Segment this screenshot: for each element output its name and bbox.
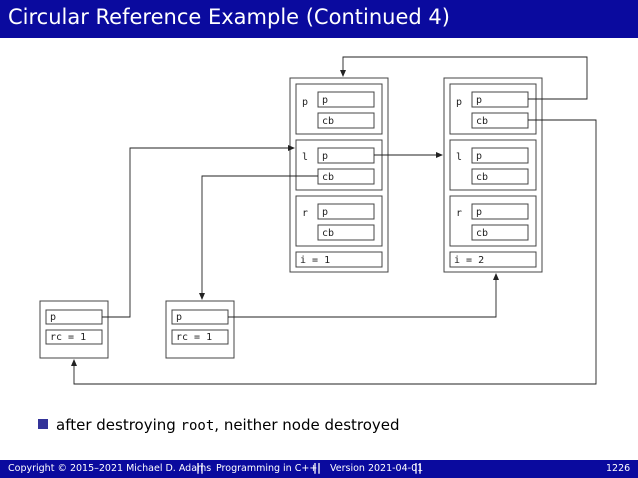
- bullet-text-after: , neither node destroyed: [214, 416, 400, 434]
- control-block-2-outline: [165, 300, 235, 359]
- node-left-p-cb-box: [317, 112, 375, 129]
- control-block-2: p rc = 1: [165, 300, 235, 359]
- control-block-2-rc-box: [171, 329, 229, 345]
- node-right-p-cb: cb: [476, 116, 488, 127]
- node-left-counter-box: [295, 251, 383, 268]
- bullet-text: after destroying root, neither node dest…: [56, 416, 400, 434]
- node-left-p-group: [295, 83, 383, 135]
- control-block-1-ptr: p: [50, 312, 56, 323]
- node-right-p-label: p: [456, 97, 462, 108]
- footer-separator-1: ||: [196, 461, 205, 474]
- footer-separator-3: ||: [414, 461, 423, 474]
- node-left-r-label: r: [302, 208, 308, 219]
- control-block-1-rc: rc = 1: [50, 332, 86, 343]
- node-left-l-group: [295, 139, 383, 191]
- node-right-l-group: [449, 139, 537, 191]
- node-left-r-ptr: p: [322, 207, 328, 218]
- control-block-1: p rc = 1: [39, 300, 109, 359]
- node-left-l-cb-box: [317, 168, 375, 185]
- node-right-r-label: r: [456, 208, 462, 219]
- node-right-l-ptr-box: [471, 147, 529, 164]
- node-left-p-ptr: p: [322, 95, 328, 106]
- node-left-p-cb: cb: [322, 116, 334, 127]
- arrow-right-cb-to-control-block-1: [71, 119, 597, 385]
- arrow-control-block-1-to-left-node: [102, 145, 295, 318]
- arrow-control-block-2-to-right-node: [228, 273, 499, 318]
- control-block-1-rc-box: [45, 329, 103, 345]
- node-right-r-cb: cb: [476, 228, 488, 239]
- node-right-p-ptr-box: [471, 91, 529, 108]
- slide-title: Circular Reference Example (Continued 4): [8, 5, 450, 29]
- node-left-p-ptr-box: [317, 91, 375, 108]
- bullet-text-before: after destroying: [56, 416, 181, 434]
- node-right-l-label: l: [456, 152, 462, 163]
- node-right-r-group: [449, 195, 537, 247]
- node-left-outline: [289, 77, 389, 273]
- bullet-code: root: [180, 418, 215, 434]
- node-left-r-cb-box: [317, 224, 375, 241]
- node-left-counter: i = 1: [300, 255, 330, 266]
- node-left-r-ptr-box: [317, 203, 375, 220]
- node-left-l-cb: cb: [322, 172, 334, 183]
- footer-copyright: Copyright © 2015–2021 Michael D. Adams: [8, 463, 212, 474]
- arrow-right-p-to-left-node: [340, 56, 588, 100]
- node-left: p p cb l p cb r p cb i = 1: [289, 77, 389, 273]
- memory-diagram: p p cb l p cb r p cb i = 1 p p cb l p: [39, 56, 597, 385]
- title-bar: Circular Reference Example (Continued 4): [0, 0, 638, 38]
- footer-version: Version 2021-04-01: [330, 463, 424, 474]
- control-block-1-outline: [39, 300, 109, 359]
- node-right-l-cb: cb: [476, 172, 488, 183]
- node-left-p-label: p: [302, 97, 308, 108]
- footer-course: Programming in C++: [216, 463, 318, 474]
- node-right-p-ptr: p: [476, 95, 482, 106]
- node-right-counter: i = 2: [454, 255, 484, 266]
- node-right-p-cb-box: [471, 112, 529, 129]
- node-right-outline: [443, 77, 543, 273]
- node-right-r-cb-box: [471, 224, 529, 241]
- node-left-r-group: [295, 195, 383, 247]
- footer-bar: Copyright © 2015–2021 Michael D. Adams |…: [0, 460, 638, 478]
- arrow-left-cb-to-control-block-2: [199, 175, 318, 300]
- node-right-p-group: [449, 83, 537, 135]
- node-left-l-label: l: [302, 152, 308, 163]
- node-left-l-ptr-box: [317, 147, 375, 164]
- node-right: p p cb l p cb r p cb i = 2: [443, 77, 543, 273]
- control-block-2-rc: rc = 1: [176, 332, 212, 343]
- node-right-r-ptr: p: [476, 207, 482, 218]
- node-right-counter-box: [449, 251, 537, 268]
- node-right-l-cb-box: [471, 168, 529, 185]
- footer-separator-2: ||: [313, 461, 322, 474]
- node-right-l-ptr: p: [476, 151, 482, 162]
- footer-page-number: 1226: [606, 463, 631, 474]
- control-block-2-ptr: p: [176, 312, 182, 323]
- node-right-r-ptr-box: [471, 203, 529, 220]
- node-left-l-ptr: p: [322, 151, 328, 162]
- bullet-square-icon: [38, 419, 48, 429]
- node-left-r-cb: cb: [322, 228, 334, 239]
